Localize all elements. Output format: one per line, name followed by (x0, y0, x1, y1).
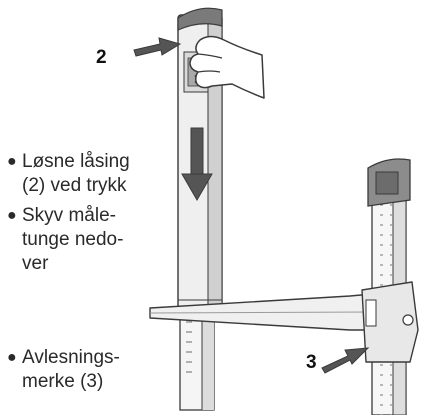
bullet-icon: ● (7, 153, 17, 170)
upper-stadiometer (177, 7, 223, 411)
upper-cap (177, 7, 223, 31)
instruction-line: Skyv måle- (22, 205, 116, 226)
instruction-line: (2) ved trykk (22, 175, 127, 196)
instruction-line: ver (22, 253, 49, 274)
bullet-icon: ● (7, 349, 17, 366)
instruction-unlock: ● Løsne låsing (2) ved trykk (0, 150, 170, 222)
instruction-line: Avlesnings- (22, 347, 120, 368)
instruction-line: Løsne låsing (22, 151, 130, 172)
instruction-reading-mark: ● Avlesnings- merke (3) (0, 346, 170, 402)
instruction-line: tunge nedo- (22, 229, 124, 250)
arrow-down-icon (181, 127, 213, 202)
arrow-right-icon (321, 347, 370, 374)
instruction-line: merke (3) (22, 371, 104, 392)
hand-icon (189, 35, 265, 99)
instruction-slide-down: ● Skyv måle- tunge nedo- ver (0, 204, 170, 284)
bullet-icon: ● (7, 207, 17, 224)
callout-reading-mark-number: 3 (306, 352, 317, 373)
callout-lock-number: 2 (96, 47, 107, 68)
lower-stadiometer (149, 158, 419, 415)
arrow-right-icon (133, 37, 182, 57)
